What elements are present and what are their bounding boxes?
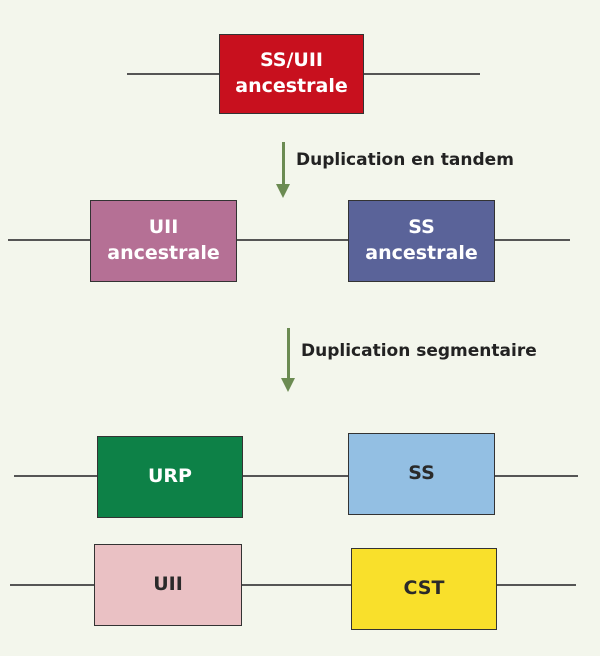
chromosome-line-4 xyxy=(10,584,576,586)
arrow-down-icon-2 xyxy=(281,328,295,392)
gene-urp-box: URP xyxy=(97,436,243,518)
step-label-segmental-duplication: Duplication segmentaire xyxy=(301,341,537,361)
step-label-tandem-duplication: Duplication en tandem xyxy=(296,150,514,170)
arrow-down-icon-1 xyxy=(276,142,290,198)
gene-cst-box: CST xyxy=(351,548,497,630)
chromosome-line-3 xyxy=(14,475,578,477)
gene-uii-ancestral-box: UII ancestrale xyxy=(90,200,237,282)
gene-uii-box: UII xyxy=(94,544,242,626)
gene-ss-ancestral-box: SS ancestrale xyxy=(348,200,495,282)
chromosome-line-2 xyxy=(8,239,570,241)
gene-ss-box: SS xyxy=(348,433,495,515)
gene-ss-uii-ancestral-box: SS/UII ancestrale xyxy=(219,34,364,114)
